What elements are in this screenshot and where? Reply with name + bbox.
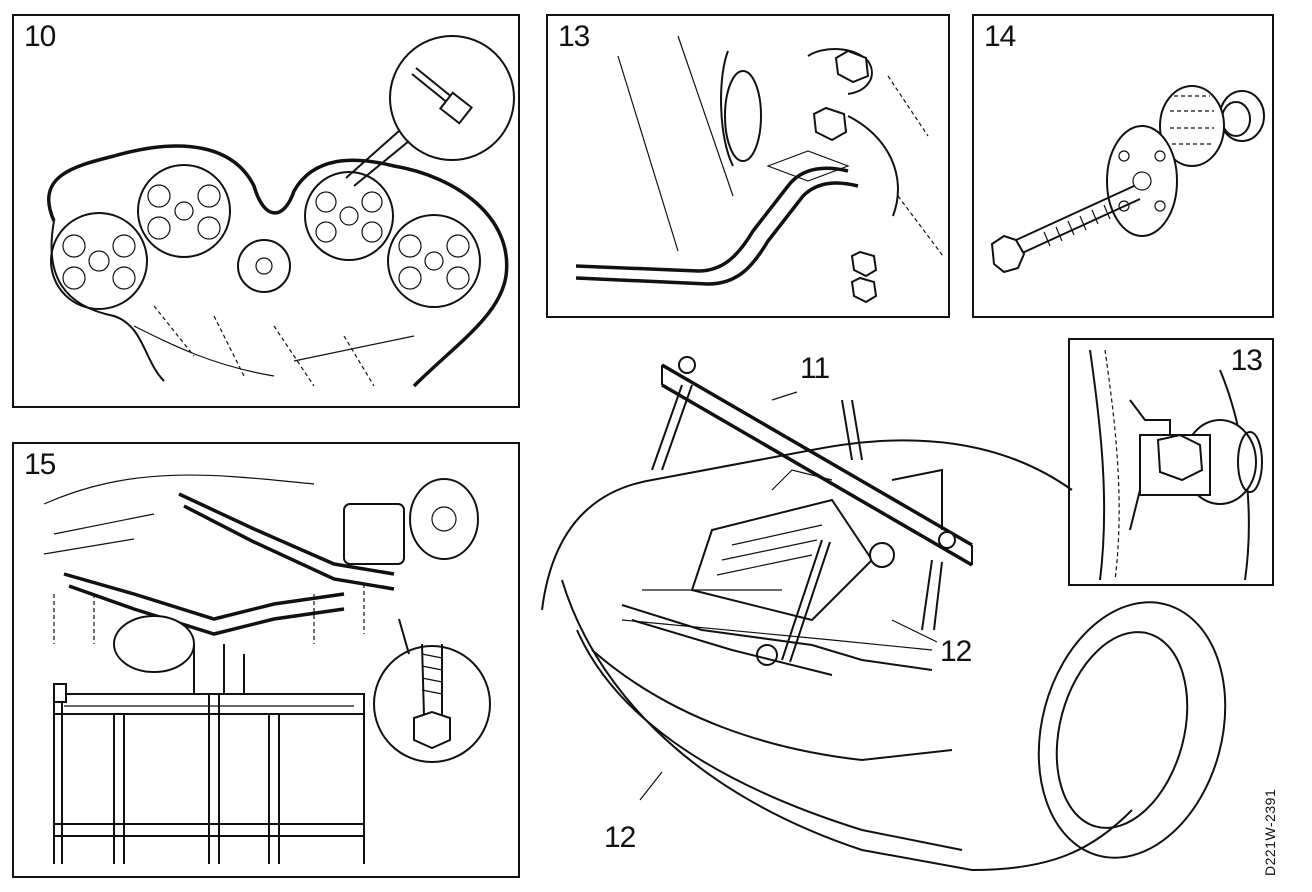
tensioner-detail-drawing	[1089, 349, 1263, 581]
car-body	[541, 439, 1133, 872]
cam-gear-right-outer	[387, 214, 481, 308]
engine-mount-drawing	[575, 35, 944, 304]
cam-gear-left-outer	[50, 212, 148, 310]
panel-10: 10	[12, 14, 520, 408]
wheel-tire	[1037, 601, 1227, 859]
panel-number: 14	[982, 20, 1018, 53]
cam-gear-left-inner	[137, 164, 231, 258]
timing-belt-drawing	[46, 35, 515, 388]
panel-15: 15	[12, 442, 520, 878]
idler-pulley	[237, 239, 291, 293]
panel-number: 13	[1228, 344, 1264, 377]
panel-number: 13	[556, 20, 592, 53]
radiator-support	[621, 604, 933, 676]
hub	[1106, 125, 1178, 237]
sprocket	[1159, 85, 1225, 167]
engine-support-scene	[541, 356, 1227, 872]
callout-12-bottom: 12	[604, 821, 636, 854]
document-id: D221W-2391	[1262, 788, 1278, 876]
crank-bolt	[990, 185, 1141, 274]
panel-number: 15	[22, 448, 58, 481]
subframe-stand-drawing	[43, 474, 491, 864]
panel-13-detail: 13	[1068, 338, 1274, 586]
crank-pulley-drawing	[990, 85, 1265, 274]
seal-ring	[1219, 90, 1265, 142]
bolt-detail-circle	[345, 35, 515, 187]
callout-12-right: 12	[940, 635, 972, 668]
support-stand	[53, 644, 365, 864]
bolt-detail-circle	[373, 618, 491, 763]
callout-11: 11	[800, 352, 830, 385]
engine-block	[343, 478, 479, 565]
engine-support-bar	[651, 356, 973, 663]
panel-14: 14	[972, 14, 1274, 318]
cam-gear-right-inner	[304, 171, 394, 261]
panel-number: 10	[22, 20, 58, 53]
panel-13-top: 13	[546, 14, 950, 318]
